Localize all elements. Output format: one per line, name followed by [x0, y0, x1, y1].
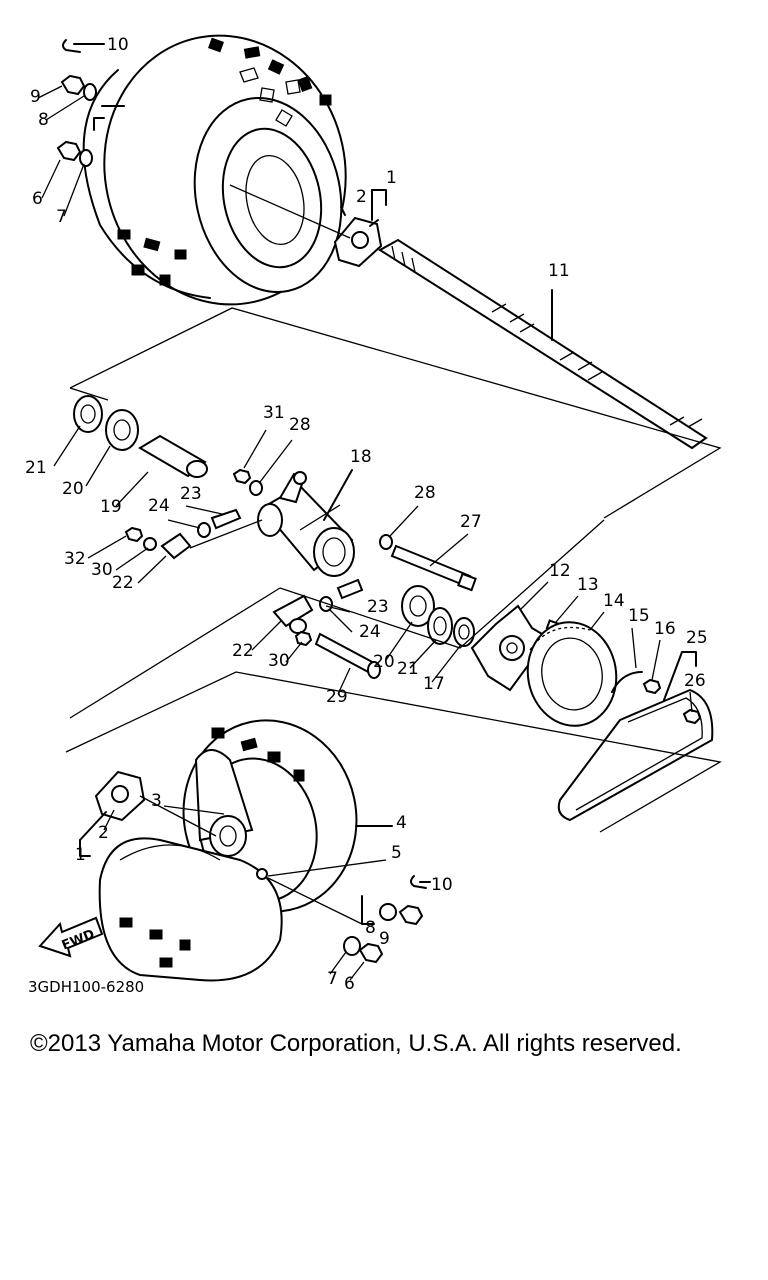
- part-callout-c7a: 7: [56, 207, 67, 227]
- part-callout-c16: 16: [654, 619, 676, 639]
- rear-axle-exploded-diagram: FWD 3GDH100-6280 10986712113128182120192…: [25, 34, 722, 996]
- part-callout-c24a: 24: [148, 496, 170, 516]
- part-callout-c1a: 1: [386, 168, 397, 188]
- part-callout-c21b: 21: [397, 659, 419, 679]
- part-callout-c24b: 24: [359, 622, 381, 642]
- part-callout-c2a: 2: [356, 187, 367, 207]
- part-callout-c8b: 8: [365, 918, 376, 938]
- part-callout-c6a: 6: [32, 189, 43, 209]
- part-callout-c29: 29: [326, 687, 348, 707]
- part-callout-c10a: 10: [107, 35, 129, 55]
- upper-assembly-frame: [69, 307, 722, 519]
- part-callout-c17: 17: [423, 674, 445, 694]
- part-callout-c23b: 23: [367, 597, 389, 617]
- part-callout-c12: 12: [549, 561, 571, 581]
- rear-axle-shaft: [378, 238, 708, 450]
- part-callout-c20b: 20: [373, 652, 395, 672]
- part-callout-c10b: 10: [431, 875, 453, 895]
- part-callout-c15: 15: [628, 606, 650, 626]
- part-callout-c30a: 30: [91, 560, 113, 580]
- part-callout-c13: 13: [577, 575, 599, 595]
- part-callout-c32: 32: [64, 549, 86, 569]
- part-callout-c18: 18: [350, 447, 372, 467]
- part-callout-c8a: 8: [38, 110, 49, 130]
- part-callout-c23a: 23: [180, 484, 202, 504]
- part-callout-c25: 25: [686, 628, 708, 648]
- lower-wheel-nuts: [267, 875, 431, 981]
- part-callout-c20a: 20: [62, 479, 84, 499]
- part-callout-c26: 26: [684, 671, 706, 691]
- part-callout-c5: 5: [391, 843, 402, 863]
- part-callout-c21a: 21: [25, 458, 47, 478]
- drawing-code: 3GDH100-6280: [28, 978, 144, 996]
- lower-hub: [79, 770, 393, 877]
- part-callout-c1b: 1: [75, 845, 86, 865]
- copyright-notice: ©2013 Yamaha Motor Corporation, U.S.A. A…: [30, 1030, 682, 1057]
- upper-wheel-nuts: [37, 39, 125, 217]
- part-callout-c7b: 7: [327, 969, 338, 989]
- part-callout-c2b: 2: [98, 823, 109, 843]
- lower-assembly-frame: [65, 671, 722, 833]
- upper-rear-wheel: [82, 34, 347, 306]
- part-callout-c3: 3: [151, 791, 162, 811]
- part-callout-c27: 27: [460, 512, 482, 532]
- upper-hub: [229, 184, 387, 268]
- part-callout-c19: 19: [100, 497, 122, 517]
- part-callout-c22b: 22: [232, 641, 254, 661]
- fwd-arrow-icon: FWD: [38, 916, 104, 958]
- part-callout-c11: 11: [548, 261, 570, 281]
- part-callout-c22a: 22: [112, 573, 134, 593]
- part-callout-c14: 14: [603, 591, 625, 611]
- part-callout-c9b: 9: [379, 929, 390, 949]
- part-callout-c4: 4: [396, 813, 407, 833]
- axle-housing-group: [53, 395, 714, 821]
- part-callouts: 1098671211312818212019232428273230221213…: [25, 35, 708, 994]
- part-callout-c6b: 6: [344, 974, 355, 994]
- part-callout-c28b: 28: [414, 483, 436, 503]
- lower-rear-wheel: [98, 719, 358, 982]
- part-callout-c31: 31: [263, 403, 285, 423]
- part-callout-c28a: 28: [289, 415, 311, 435]
- part-callout-c30b: 30: [268, 651, 290, 671]
- part-callout-c9a: 9: [30, 87, 41, 107]
